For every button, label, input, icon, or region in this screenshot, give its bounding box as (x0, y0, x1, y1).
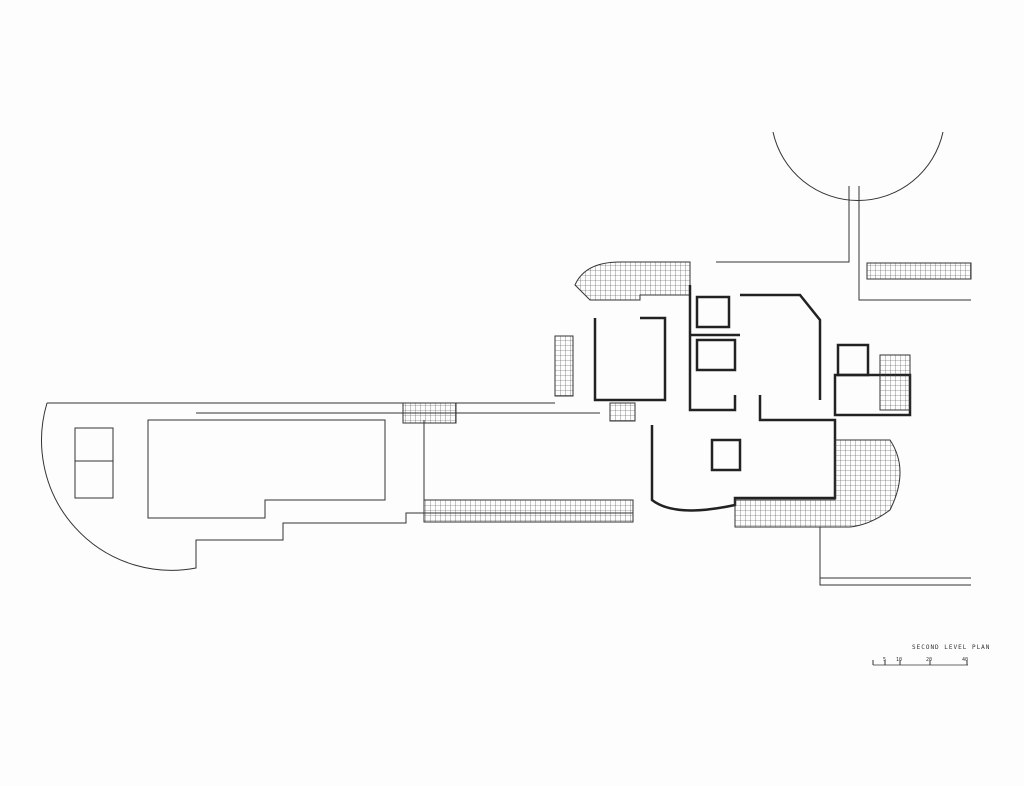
scale-tick: 40 (962, 657, 968, 663)
walkway (716, 186, 971, 301)
pool (147, 419, 386, 519)
south-walk (819, 527, 971, 586)
spa (74, 427, 114, 499)
south-terrace (734, 439, 901, 528)
paving-strip (423, 499, 634, 523)
scale-tick: 10 (896, 657, 902, 663)
scale-tick: 20 (926, 657, 932, 663)
house-walls (593, 285, 822, 412)
scale-bar: 5 10 20 40 (872, 657, 968, 666)
north-terrace (574, 261, 691, 301)
plan-title: SECOND LEVEL PLAN (912, 644, 991, 651)
terrace-outline (41, 402, 633, 571)
paving-grid (866, 262, 972, 280)
steps (402, 402, 457, 424)
scale-tick: 5 (883, 657, 886, 663)
living-area-walls (650, 395, 837, 512)
circular-drive (772, 131, 944, 201)
